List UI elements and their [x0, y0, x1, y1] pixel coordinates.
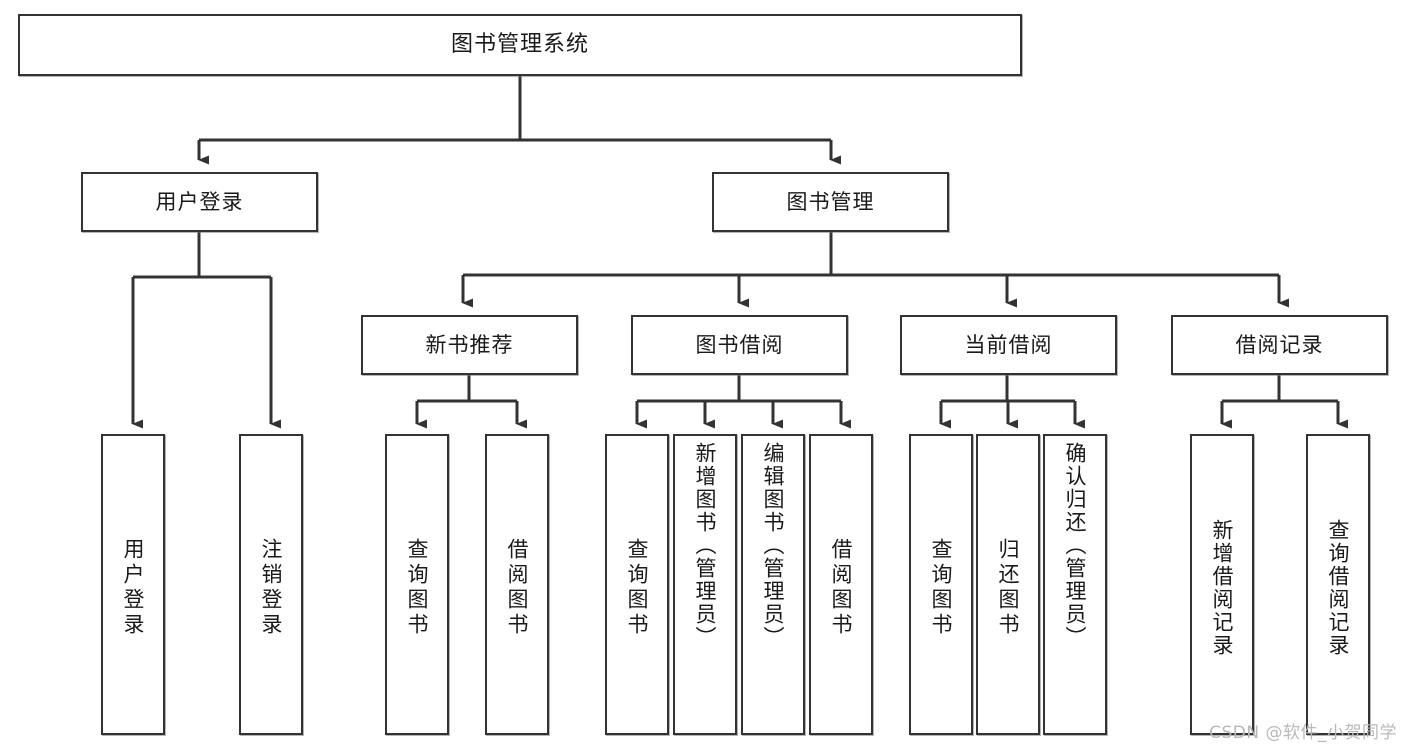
leaf-user-login[interactable]: 用户登录: [101, 434, 165, 735]
node-current-borrow-label: 当前借阅: [964, 332, 1053, 357]
leaf-query-book-3-label: 查询图书: [929, 537, 954, 638]
leaf-borrow-book-2-label: 借阅图书: [829, 537, 854, 638]
leaf-add-record[interactable]: 新增借阅记录: [1190, 434, 1254, 735]
leaf-return-book-label: 归还图书: [996, 537, 1021, 638]
leaf-query-book-2-label: 查询图书: [625, 537, 650, 638]
node-new-book-recommend[interactable]: 新书推荐: [361, 315, 578, 375]
node-user-login[interactable]: 用户登录: [81, 172, 318, 232]
node-book-borrow-label: 图书借阅: [695, 332, 784, 357]
node-root-label: 图书管理系统: [450, 32, 589, 58]
leaf-add-record-label: 新增借阅记录: [1210, 518, 1235, 657]
leaf-query-book-1[interactable]: 查询图书: [385, 434, 449, 735]
node-book-manage-label: 图书管理: [786, 189, 875, 214]
csdn-watermark: CSDN @软件_小贺同学: [1209, 723, 1397, 743]
leaf-borrow-book-1-label: 借阅图书: [505, 537, 530, 638]
leaf-user-logout[interactable]: 注销登录: [239, 434, 303, 735]
node-new-book-recommend-label: 新书推荐: [425, 332, 514, 357]
leaf-add-book[interactable]: 新增图书（管理员）: [673, 434, 737, 735]
node-current-borrow[interactable]: 当前借阅: [900, 315, 1117, 375]
leaf-borrow-book-2[interactable]: 借阅图书: [809, 434, 873, 735]
leaf-user-login-label: 用户登录: [121, 537, 146, 638]
node-borrow-record-label: 借阅记录: [1235, 332, 1324, 357]
node-root[interactable]: 图书管理系统: [18, 14, 1022, 76]
leaf-edit-book[interactable]: 编辑图书（管理员）: [741, 434, 805, 735]
leaf-query-book-2[interactable]: 查询图书: [605, 434, 669, 735]
node-user-login-label: 用户登录: [155, 189, 244, 214]
leaf-edit-book-label: 编辑图书（管理员）: [761, 442, 786, 649]
leaf-query-book-1-label: 查询图书: [405, 537, 430, 638]
leaf-query-record[interactable]: 查询借阅记录: [1306, 434, 1370, 735]
leaf-query-book-3[interactable]: 查询图书: [909, 434, 973, 735]
node-book-borrow[interactable]: 图书借阅: [631, 315, 848, 375]
leaf-query-record-label: 查询借阅记录: [1326, 518, 1351, 657]
leaf-confirm-return-label: 确认归还（管理员）: [1063, 442, 1088, 649]
leaf-confirm-return[interactable]: 确认归还（管理员）: [1043, 434, 1107, 735]
node-borrow-record[interactable]: 借阅记录: [1171, 315, 1388, 375]
leaf-add-book-label: 新增图书（管理员）: [693, 442, 718, 649]
leaf-user-logout-label: 注销登录: [259, 537, 284, 638]
leaf-return-book[interactable]: 归还图书: [976, 434, 1040, 735]
node-book-manage[interactable]: 图书管理: [712, 172, 949, 232]
leaf-borrow-book-1[interactable]: 借阅图书: [485, 434, 549, 735]
